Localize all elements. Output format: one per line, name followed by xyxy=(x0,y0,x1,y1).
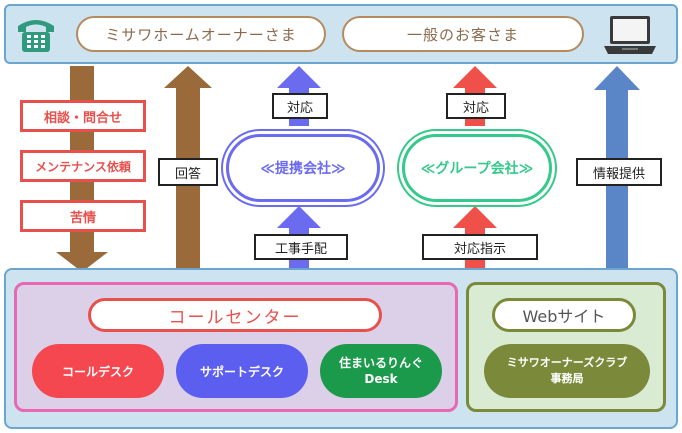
call-center-title: コールセンター xyxy=(168,307,302,328)
owners-club-office: ミサワオーナーズクラブ 事務局 xyxy=(484,344,650,398)
group-bottom-label: 対応指示 xyxy=(453,241,506,257)
website-title-pill: Webサイト xyxy=(492,298,636,332)
partner-top-label: 対応 xyxy=(286,100,313,116)
owners-club-label-line2: 事務局 xyxy=(550,372,584,385)
complaint-label: 苦情 xyxy=(69,210,96,226)
info-label: 情報提供 xyxy=(592,166,645,182)
support-desk: サポートデスク xyxy=(176,344,308,398)
partner-company-node: ≪提携会社≫ xyxy=(226,134,380,202)
partner-bottom-label: 工事手配 xyxy=(274,241,327,257)
smile-ring-desk: 住まいるりんぐ Desk xyxy=(320,344,442,398)
support-desk-label: サポートデスク xyxy=(199,364,284,379)
owner-pill: ミサワホームオーナーさま xyxy=(76,16,326,52)
owner-label: ミサワホームオーナーさま xyxy=(105,25,297,44)
group-bottom-label-box: 対応指示 xyxy=(422,234,538,260)
website-title: Webサイト xyxy=(522,307,606,326)
maintenance-box: メンテナンス依頼 xyxy=(20,150,146,182)
partner-bottom-label-box: 工事手配 xyxy=(254,234,348,260)
group-top-label: 対応 xyxy=(462,100,489,116)
general-customer-pill: 一般のお客さま xyxy=(342,16,584,52)
laptop-icon xyxy=(600,12,660,58)
general-customer-label: 一般のお客さま xyxy=(406,25,519,44)
smile-ring-desk-label-line1: 住まいるりんぐ xyxy=(338,356,423,370)
call-desk-label: コールデスク xyxy=(61,364,134,379)
phone-icon xyxy=(12,12,60,56)
call-center-title-pill: コールセンター xyxy=(88,298,382,332)
owners-club-label-line1: ミサワオーナーズクラブ xyxy=(506,356,628,369)
group-company-node: ≪グループ会社≫ xyxy=(402,134,552,202)
maintenance-label: メンテナンス依頼 xyxy=(35,159,131,174)
answer-label: 回答 xyxy=(174,166,201,182)
call-desk: コールデスク xyxy=(32,344,164,398)
answer-label-box: 回答 xyxy=(158,158,218,186)
group-top-label-box: 対応 xyxy=(446,93,506,119)
inquiry-label: 相談・問合せ xyxy=(43,110,122,126)
group-company-label: ≪グループ会社≫ xyxy=(420,161,534,177)
complaint-box: 苦情 xyxy=(20,200,146,232)
info-label-box: 情報提供 xyxy=(576,158,662,186)
inquiry-box: 相談・問合せ xyxy=(20,100,146,132)
smile-ring-desk-label-line2: Desk xyxy=(364,372,398,386)
partner-company-label: ≪提携会社≫ xyxy=(260,161,346,177)
partner-top-label-box: 対応 xyxy=(272,93,328,119)
